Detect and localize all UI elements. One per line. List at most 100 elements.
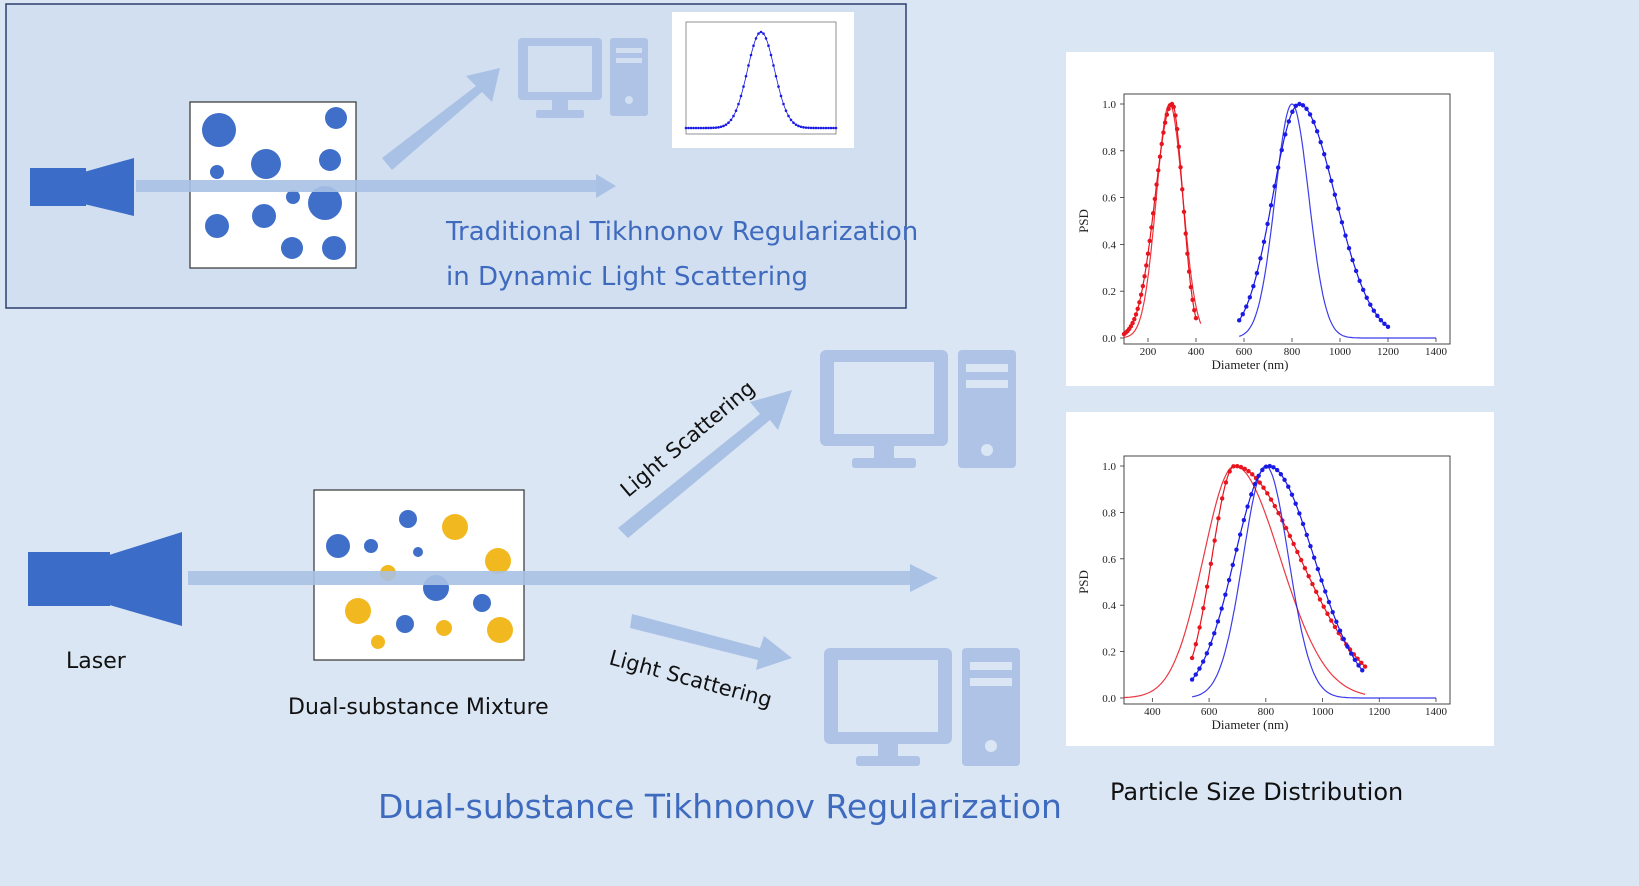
series-point (1159, 141, 1164, 147)
series-point (1157, 154, 1163, 159)
particle (286, 190, 300, 204)
series-point (827, 126, 830, 130)
series-point (1261, 485, 1266, 490)
series-point (1265, 491, 1270, 496)
series-point (694, 126, 698, 130)
series-point (1361, 287, 1366, 293)
series-point (812, 126, 815, 130)
series-point (804, 126, 808, 129)
series-point (1267, 463, 1272, 469)
x-axis-label: Diameter (nm) (1212, 357, 1289, 372)
series-point (1227, 469, 1232, 474)
series-point (1252, 481, 1258, 487)
series-point (707, 126, 710, 130)
series-point (1173, 113, 1178, 118)
y-axis-label: PSD (1076, 209, 1091, 233)
series-point (822, 126, 825, 130)
series-point (717, 126, 720, 129)
x-tick-label: 1200 (1377, 346, 1400, 358)
series-point (777, 85, 780, 88)
series-point (772, 64, 775, 67)
series-point (1329, 178, 1334, 184)
series-point (802, 126, 805, 129)
series-point (1171, 104, 1176, 110)
y-tick-label: 0.8 (1102, 146, 1116, 158)
series-point (729, 118, 733, 122)
series-point (1290, 109, 1295, 114)
series-point (1176, 144, 1182, 149)
series-point (1130, 320, 1135, 326)
series-point (1308, 544, 1313, 549)
series-point (1250, 472, 1255, 477)
series-point (1315, 566, 1321, 572)
series-point (1249, 492, 1254, 497)
y-tick-label: 0.2 (1102, 286, 1116, 298)
series-point (1286, 484, 1291, 489)
series-point (1256, 473, 1261, 478)
x-tick-label: 800 (1258, 706, 1275, 718)
series-point (817, 126, 820, 130)
series-point (1240, 312, 1245, 317)
series-point (749, 53, 753, 57)
series-point (712, 126, 715, 130)
series-point (754, 37, 758, 40)
series-point (824, 126, 828, 130)
series-point (1300, 103, 1306, 108)
series-point (1282, 477, 1287, 483)
series-point (1348, 651, 1354, 656)
series-point (1293, 501, 1298, 506)
series-point (1318, 139, 1323, 145)
particle (371, 635, 385, 649)
series-point (1311, 119, 1316, 125)
series-point (1208, 641, 1213, 647)
desktop-computer-icon-upper (820, 350, 1016, 468)
series-point (1287, 533, 1293, 539)
particle (345, 598, 371, 624)
series-point (687, 126, 690, 130)
series-point (1271, 465, 1276, 470)
series-point (1364, 295, 1369, 300)
series-point (689, 126, 693, 130)
series-point (1279, 147, 1284, 153)
series-point (819, 126, 823, 130)
series-point (1223, 592, 1228, 597)
psd-caption: Particle Size Distribution (1110, 778, 1403, 806)
series-point (1313, 589, 1319, 595)
series-point (1339, 220, 1345, 225)
series-point (1357, 278, 1362, 284)
series-line-2 (1192, 465, 1436, 699)
series-point (727, 121, 730, 125)
series-point (1133, 312, 1139, 317)
series-point (782, 102, 785, 106)
series-point (1201, 605, 1206, 611)
top-panel-title-line2: in Dynamic Light Scattering (446, 262, 808, 292)
y-tick-label: 1.0 (1102, 99, 1116, 111)
series-point (1149, 225, 1154, 230)
series-point (1311, 555, 1317, 560)
series-point (1274, 467, 1280, 473)
series-point (1385, 324, 1391, 330)
series-point (1162, 120, 1168, 125)
series-point (1286, 119, 1292, 124)
series-point (1268, 203, 1274, 208)
series-point (724, 123, 728, 126)
series-point (1231, 464, 1236, 469)
series-point (1375, 313, 1380, 319)
series-point (1192, 307, 1197, 313)
x-tick-label: 200 (1140, 346, 1157, 358)
series-point (1128, 324, 1134, 329)
laser-beam-bottom (188, 564, 938, 592)
series-point (1321, 604, 1326, 609)
series-point (1178, 165, 1183, 170)
series-point (1345, 644, 1350, 649)
series-point (1362, 664, 1368, 669)
laser-source-icon-bottom (28, 532, 182, 626)
y-tick-label: 0.0 (1102, 333, 1116, 345)
series-point (1297, 101, 1302, 107)
series-point (769, 53, 773, 57)
plot-frame (685, 21, 837, 135)
series-point (742, 85, 745, 88)
particle (487, 617, 513, 643)
series-point (1144, 263, 1149, 268)
